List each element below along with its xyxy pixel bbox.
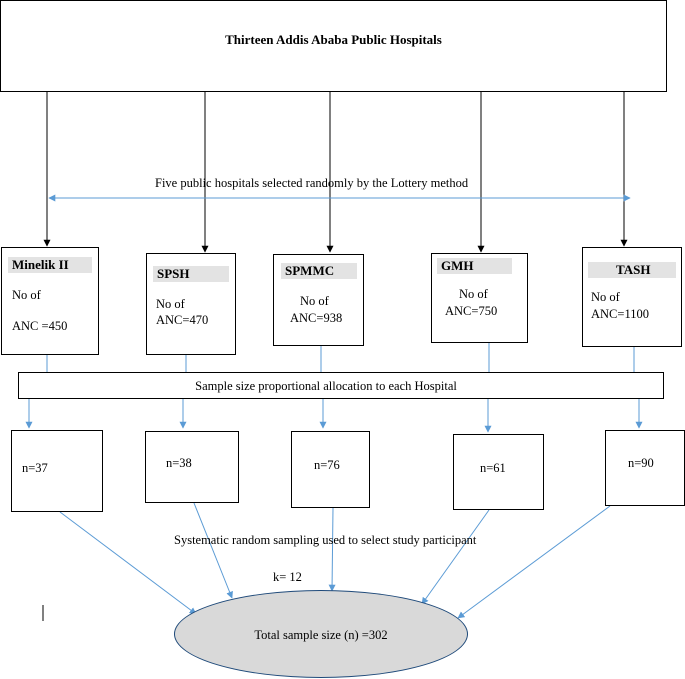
hospital-name: TASH [588,262,676,278]
diagram-title: Thirteen Addis Ababa Public Hospitals [225,32,442,47]
sample-size: n=76 [314,458,340,472]
sample-size: n=38 [166,456,192,470]
selection-note: Five public hospitals selected randomly … [155,176,469,190]
arrow-n90-to-total [457,505,611,619]
sample-box-tash: n=90 [605,430,685,506]
arrow-n76-to-total [328,507,336,592]
anc-line2: ANC=938 [290,311,343,325]
total-sample-label: Total sample size (n) =302 [254,628,388,642]
anc-line2: ANC=470 [156,313,209,327]
hospital-box-gmh: GMH No of ANC=750 [431,253,528,343]
sample-box-spmmc: n=76 [291,431,370,508]
sample-size: n=61 [480,461,506,475]
sample-size: n=37 [22,461,48,475]
total-sample-ellipse: Total sample size (n) =302 [174,590,468,678]
arrow-n37-to-total [59,511,197,615]
anc-line2: ANC=1100 [591,307,649,321]
hospital-name: SPSH [153,266,229,282]
arrow-n38-to-total [193,502,233,599]
anc-line1: No of [156,297,185,311]
anc-line1: No of [459,287,488,301]
hospital-box-spmmc: SPMMC No of ANC=938 [273,254,364,346]
anc-line1: No of [300,294,329,308]
hospital-name: GMH [437,258,512,274]
sample-box-gmh: n=61 [453,434,544,510]
anc-line2: ANC =450 [12,319,68,333]
sample-box-minelik: n=37 [11,430,103,512]
top-hospitals-box: Thirteen Addis Ababa Public Hospitals [0,0,667,92]
k-interval-label: k= 12 [273,570,302,584]
sample-size: n=90 [628,456,654,470]
anc-line1: No of [591,290,620,304]
systematic-note: Systematic random sampling used to selec… [174,533,477,547]
anc-line1: No of [12,288,41,302]
hospital-name: Minelik II [8,257,92,273]
allocation-bar: Sample size proportional allocation to e… [18,372,664,399]
anc-line2: ANC=750 [445,304,498,318]
hospital-box-spsh: SPSH No of ANC=470 [146,253,236,355]
hospital-box-minelik: Minelik II No of ANC =450 [1,247,99,355]
hospital-box-tash: TASH No of ANC=1100 [582,247,682,347]
sample-box-spsh: n=38 [145,431,239,503]
arrow-n61-to-total [421,509,490,605]
hospital-name: SPMMC [281,263,357,279]
allocation-note: Sample size proportional allocation to e… [195,379,457,393]
